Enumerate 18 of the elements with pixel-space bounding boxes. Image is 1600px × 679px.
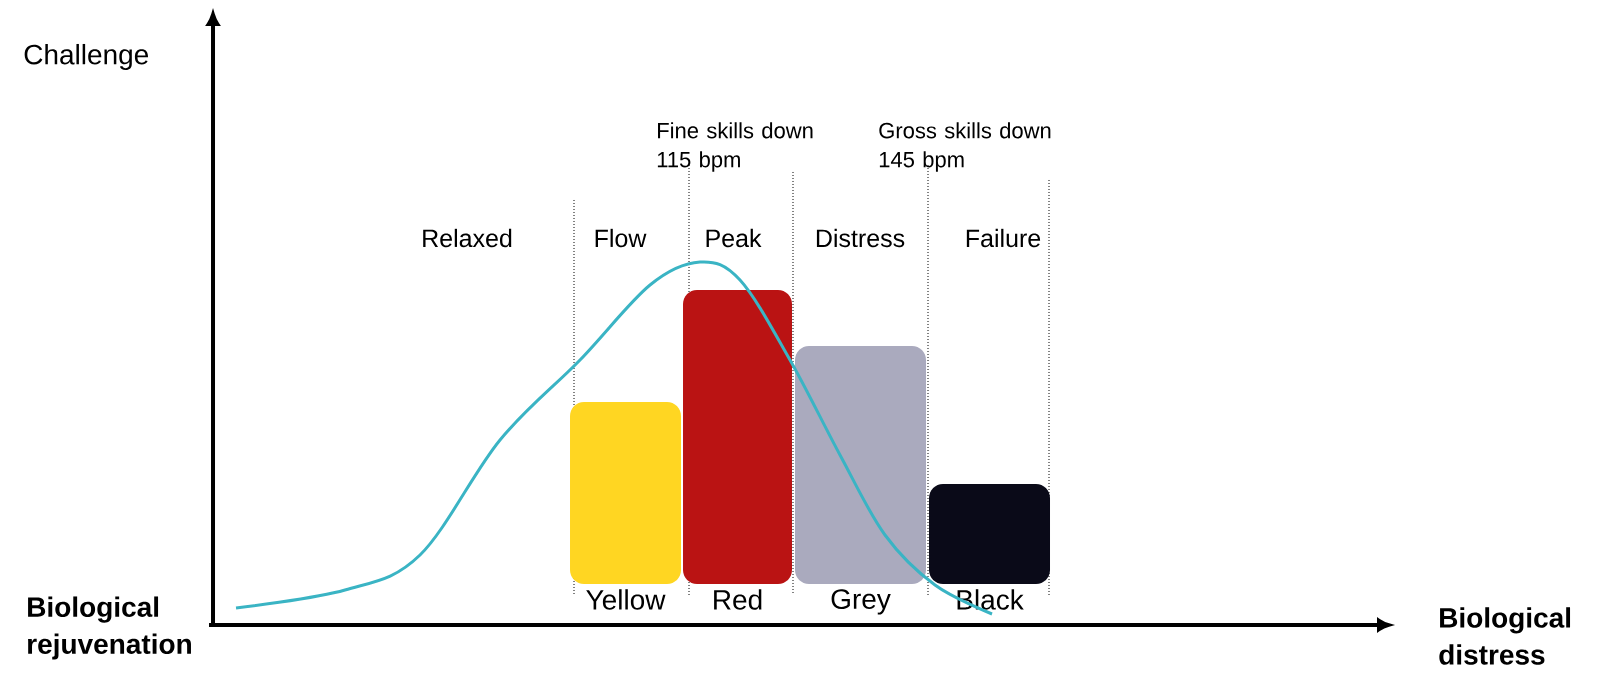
bar: [570, 402, 681, 584]
zone-label: Failure: [966, 228, 1041, 248]
zone-label: Distress: [816, 228, 905, 248]
threshold-note: Gross skills down 145 bpm: [879, 122, 1051, 172]
bar-label: Red: [714, 589, 762, 610]
bar: [795, 346, 926, 584]
zone-label: Peak: [706, 228, 762, 248]
bar-label: Grey: [831, 589, 891, 615]
axis-title: Challenge: [24, 43, 148, 71]
threshold-note: Fine skills down 115 bpm: [657, 122, 813, 172]
bar-label: Yellow: [586, 589, 666, 610]
zone-label: Flow: [595, 228, 647, 248]
axis-title: Biological rejuvenation: [28, 596, 191, 660]
bar: [683, 290, 792, 584]
bar: [929, 484, 1050, 584]
axis-title: Biological distress: [1439, 607, 1571, 665]
bar-label: Black: [957, 589, 1024, 610]
zone-label: Relaxed: [423, 228, 512, 248]
